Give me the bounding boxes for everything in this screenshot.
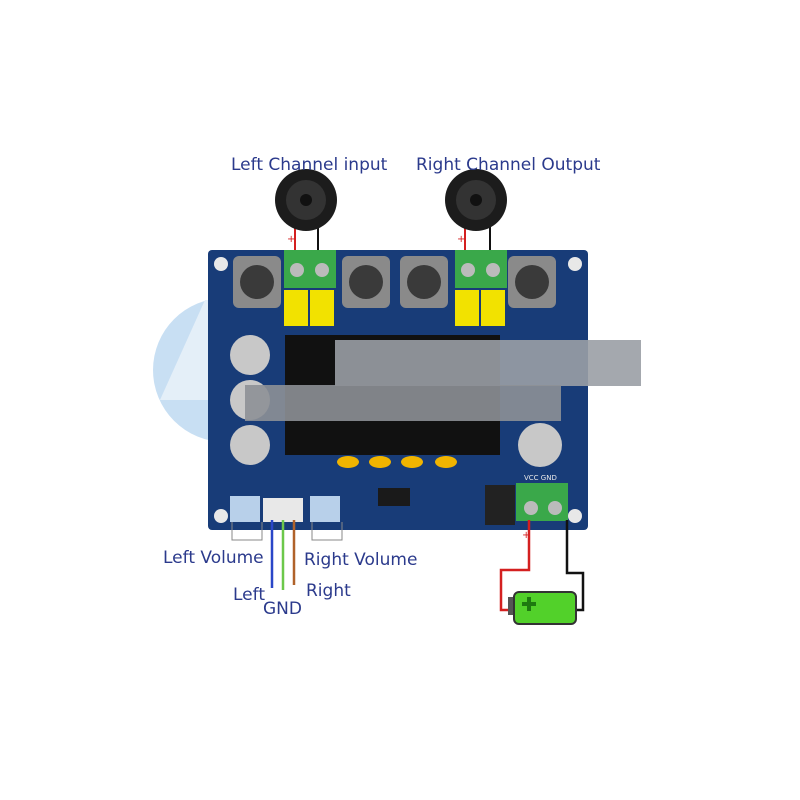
plus-sign: + [522, 530, 530, 541]
right-volume-pot [310, 496, 340, 522]
film-capacitor [310, 290, 334, 326]
inductor [508, 256, 556, 308]
left-volume-label: Left Volume [163, 548, 264, 568]
right-channel-label: Right Channel Output [416, 155, 601, 175]
positive-wire [499, 520, 531, 612]
ic-chip [378, 488, 410, 506]
left-volume-pot [230, 496, 260, 522]
film-capacitor [455, 290, 479, 326]
electrolytic-capacitor [230, 335, 270, 375]
inductor [233, 256, 281, 308]
redacted-block [245, 385, 561, 421]
input-connector [263, 498, 303, 522]
left-label: Left [233, 585, 265, 605]
left-speaker-icon [275, 169, 337, 231]
right-volume-label: Right Volume [304, 550, 417, 570]
right-label: Right [306, 581, 351, 601]
gnd-label: GND [263, 599, 302, 619]
battery-icon [508, 591, 577, 625]
film-capacitor [284, 290, 308, 326]
plus-sign: + [287, 234, 295, 245]
right-speaker-icon [445, 169, 507, 231]
electrolytic-capacitor [230, 425, 270, 465]
inductor [400, 256, 448, 308]
plus-sign: + [457, 234, 465, 245]
inductor [342, 256, 390, 308]
regulator [485, 485, 515, 525]
left-speaker-terminal [284, 250, 336, 288]
power-terminal [516, 483, 568, 521]
film-capacitor [481, 290, 505, 326]
power-terminal-label: VCC GND [524, 474, 557, 482]
right-speaker-terminal [455, 250, 507, 288]
electrolytic-capacitor [518, 423, 562, 467]
left-channel-label: Left Channel input [231, 155, 388, 175]
negative-wire [565, 520, 585, 612]
redacted-block [335, 340, 641, 386]
